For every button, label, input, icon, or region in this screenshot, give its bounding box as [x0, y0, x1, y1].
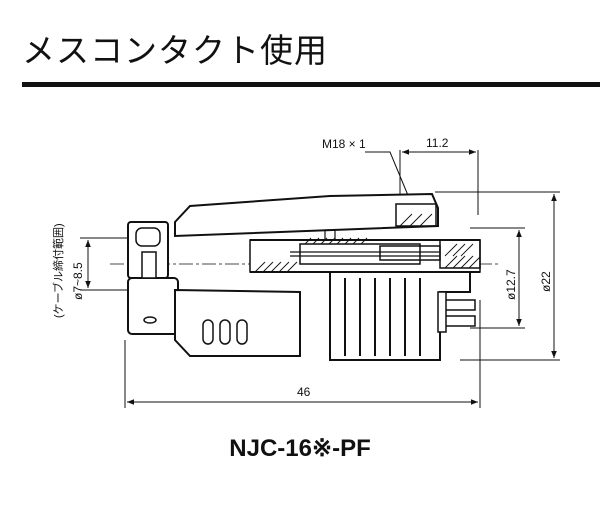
title-underline	[22, 82, 600, 87]
inner-diameter-dimension: ø12.7	[504, 269, 518, 300]
model-number: NJC-16※-PF	[229, 435, 371, 462]
cable-clamp-note: (ケーブル締付範囲)	[51, 223, 65, 318]
thread-length-dimension: 11.2	[426, 136, 449, 150]
cable-clamp-range: ø7~8.5	[71, 262, 85, 300]
overall-length-dimension: 46	[297, 385, 311, 399]
thread-label: M18 × 1	[322, 137, 366, 151]
outer-diameter-dimension: ø22	[539, 271, 553, 292]
page-title: メスコンタクト使用	[22, 31, 328, 70]
